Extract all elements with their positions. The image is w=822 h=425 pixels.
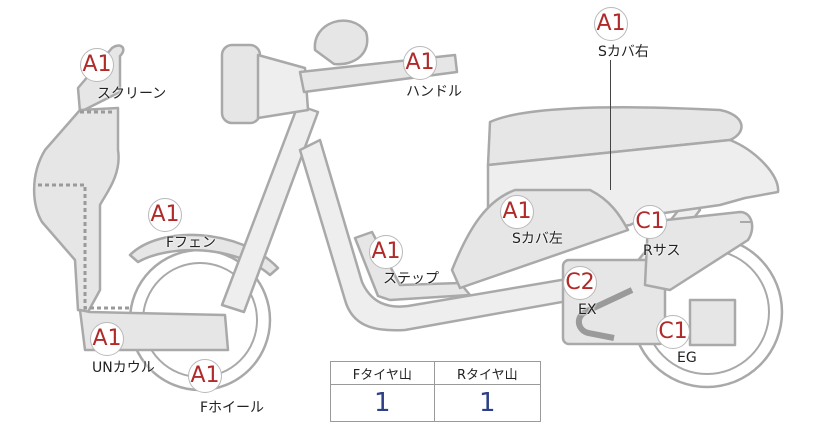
r-suspension-grade-badge: C1 [633, 205, 667, 239]
headlight-shape [220, 43, 262, 125]
front-cowl-shape [32, 106, 120, 314]
f-wheel-label: Fホイール [200, 400, 265, 416]
s-cover-right-label: Sカバ右 [598, 44, 649, 60]
handle-grade-badge: A1 [403, 46, 437, 80]
rear-suspension-shape [643, 210, 754, 292]
r-suspension-label: Rサス [643, 243, 681, 259]
rear-tire-value: 1 [433, 384, 542, 422]
swingarm-shape [688, 298, 737, 347]
f-wheel-grade-badge: A1 [188, 359, 222, 393]
f-fender-label: Fフェン [166, 235, 217, 251]
side-cover-left-shape [450, 188, 630, 290]
screen-label: スクリーン [97, 86, 167, 102]
s-cover-right-leader-line [610, 60, 611, 190]
step-label: ステップ [383, 271, 439, 287]
front-fender-shape [128, 233, 280, 277]
front-tire-value: 1 [330, 384, 435, 422]
mirror-shape [313, 19, 369, 66]
step-grade-badge: A1 [369, 235, 403, 269]
exhaust-shape [575, 287, 634, 341]
rear-tire-header: Rタイヤ山 [433, 361, 542, 385]
seat-shape [486, 106, 743, 167]
front-tire-header: Fタイヤ山 [330, 361, 435, 385]
s-cover-left-grade-badge: A1 [500, 195, 534, 229]
under-cowl-grade-badge: A1 [90, 322, 124, 356]
tire-tread-table: Fタイヤ山 Rタイヤ山 1 1 [330, 361, 542, 422]
engine-grade-badge: C1 [656, 315, 690, 349]
inner-panel-dotted [38, 110, 130, 310]
engine-label: EG [677, 350, 697, 366]
s-cover-right-grade-badge: A1 [594, 7, 628, 41]
front-fork-shape [220, 103, 320, 314]
s-cover-left-label: Sカバ左 [512, 231, 563, 247]
exhaust-label: EX [578, 302, 597, 318]
f-fender-grade-badge: A1 [148, 198, 182, 232]
screen-grade-badge: A1 [80, 48, 114, 82]
handle-label: ハンドル [406, 84, 462, 100]
under-cowl-label: UNカウル [92, 360, 155, 376]
exhaust-grade-badge: C2 [563, 266, 597, 300]
